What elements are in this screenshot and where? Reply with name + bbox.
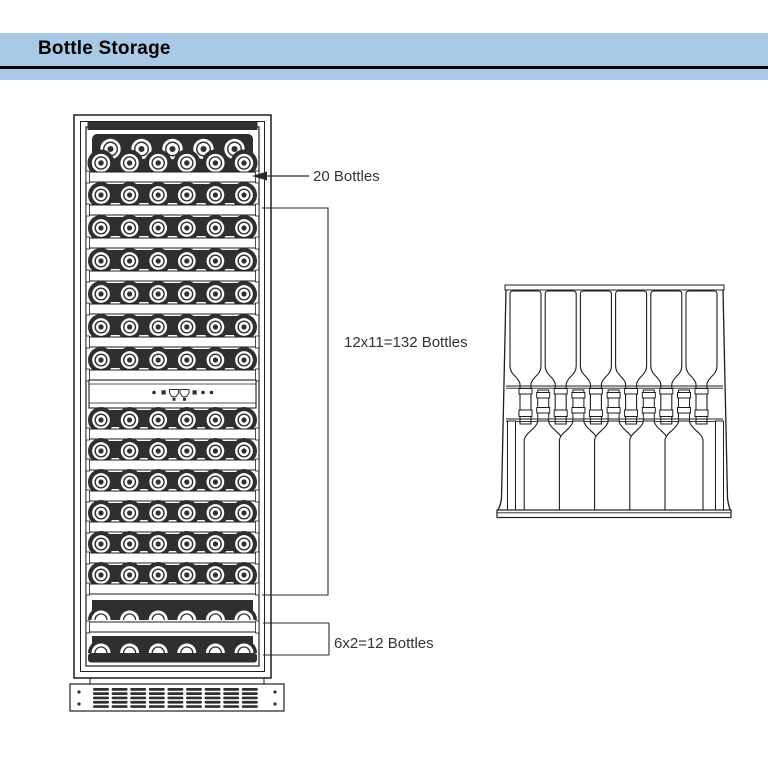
bracket-middle: [262, 207, 329, 596]
bracket-bottom: [263, 622, 330, 656]
section-title: Bottle Storage: [38, 38, 171, 59]
arrow-head: [252, 171, 267, 181]
label-bottom-section: 6x2=12 Bottles: [334, 635, 434, 652]
section-header-band: Bottle Storage: [0, 33, 768, 80]
header-rule: [0, 66, 768, 69]
label-top-section: 20 Bottles: [313, 168, 380, 185]
label-middle-section: 12x11=132 Bottles: [344, 334, 468, 351]
wine-cooler-front-view: [69, 114, 285, 712]
bottle-rack-side-view: [496, 284, 732, 519]
annotation-leaders: 20 Bottles 12x11=132 Bottles 6x2=12 Bott…: [252, 168, 468, 656]
